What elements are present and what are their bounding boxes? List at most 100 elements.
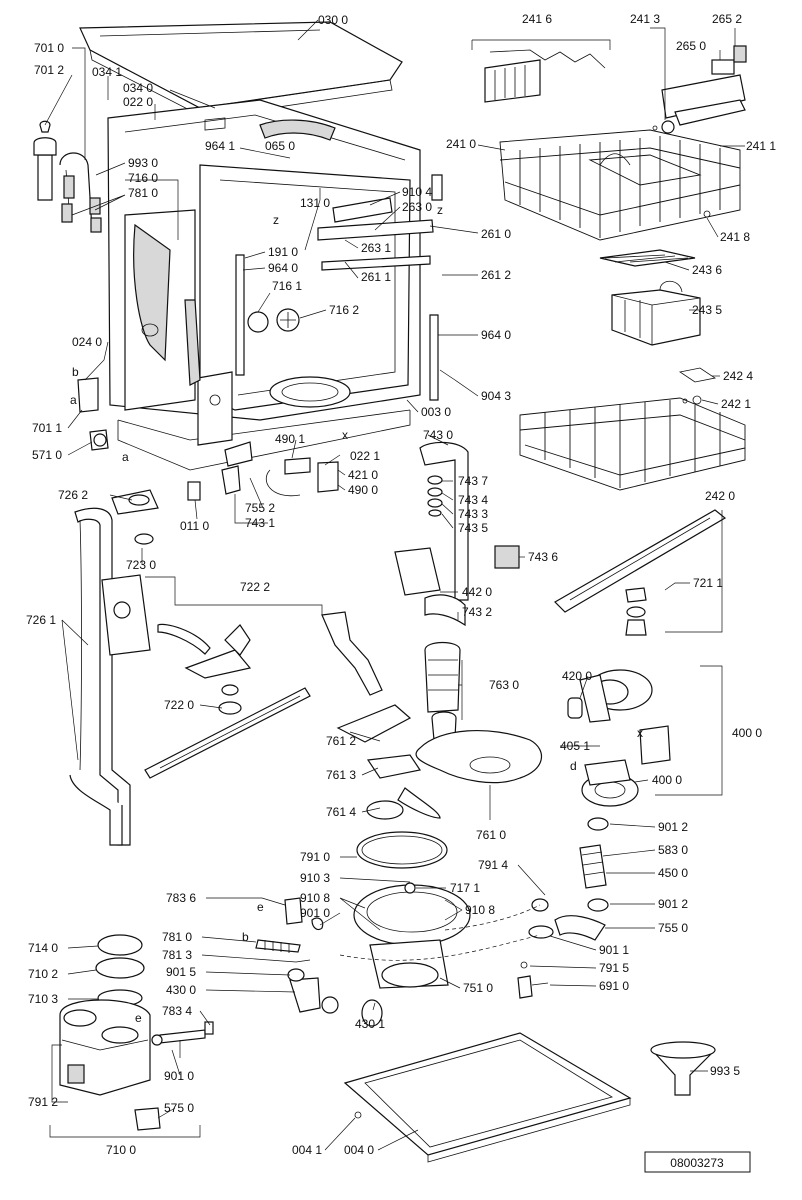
part-label-904-3: 904 3 [481,389,511,403]
part-label-783-4: 783 4 [162,1004,192,1018]
part-label-791-0: 791 0 [300,850,330,864]
part-label-723-0: 723 0 [126,558,156,572]
part-label-761-3: 761 3 [326,768,356,782]
part-label-716-1: 716 1 [272,279,302,293]
part-label-716-2: 716 2 [329,303,359,317]
part-label-421-0: 421 0 [348,468,378,482]
water-softener-part [59,934,161,1131]
part-label-241-0: 241 0 [446,137,476,151]
part-label-722-0: 722 0 [164,698,194,712]
part-label-964-1: 964 1 [205,139,235,153]
lower-spray-arm-part [144,623,311,779]
leader-lines [44,19,745,1151]
part-label-791-5: 791 5 [599,961,629,975]
part-label-791-2: 791 2 [28,1095,58,1109]
part-label-490-0: 490 0 [348,483,378,497]
part-label-030-0: 030 0 [318,13,348,27]
part-label-065-0: 065 0 [265,139,295,153]
top-cover-part [79,21,403,119]
part-label-743-4: 743 4 [458,493,488,507]
basket-accessories [484,45,747,218]
part-label-261-0: 261 0 [481,227,511,241]
part-label-755-2: 755 2 [245,501,275,515]
part-label-901-0-b: 901 0 [164,1069,194,1083]
salt-funnel-part [650,1041,716,1096]
part-label-191-0: 191 0 [268,245,298,259]
sump-housing-part [339,831,541,1027]
part-labels: 030 0 241 6 241 3 265 2 265 0 701 0 701 … [26,12,776,1157]
part-label-743-7: 743 7 [458,474,488,488]
part-label-751-0: 751 0 [463,981,493,995]
part-label-034-1: 034 1 [92,65,122,79]
letter-b-1: b [72,365,79,379]
part-label-430-0: 430 0 [166,983,196,997]
part-label-691-0: 691 0 [599,979,629,993]
part-label-265-2: 265 2 [712,12,742,26]
letter-x-2: x [637,726,643,740]
part-label-714-0: 714 0 [28,941,58,955]
part-label-761-4: 761 4 [326,805,356,819]
part-label-701-0: 701 0 [34,41,64,55]
part-label-430-1: 430 1 [355,1017,385,1031]
part-label-901-2-b: 901 2 [658,897,688,911]
part-label-755-0: 755 0 [658,921,688,935]
part-label-004-0: 004 0 [344,1143,374,1157]
part-label-783-6: 783 6 [166,891,196,905]
part-label-263-1: 263 1 [361,241,391,255]
part-label-265-0: 265 0 [676,39,706,53]
part-label-761-0: 761 0 [476,828,506,842]
part-label-901-2-a: 901 2 [658,820,688,834]
part-label-721-1: 721 1 [693,576,723,590]
sump-cover-parts [336,704,441,820]
connection-letters: z z a b a x x d e e b [70,203,643,1025]
part-label-024-0: 024 0 [72,335,102,349]
drain-hose-parts [528,817,609,941]
part-label-242-0: 242 0 [705,489,735,503]
part-label-993-5: 993 5 [710,1064,740,1078]
part-label-901-1: 901 1 [599,943,629,957]
part-label-781-0: 781 0 [128,186,158,200]
part-label-761-2: 761 2 [326,734,356,748]
part-label-011-0: 011 0 [180,519,209,533]
part-label-450-0: 450 0 [658,866,688,880]
part-label-743-0: 743 0 [423,428,453,442]
part-label-710-0: 710 0 [106,1143,136,1157]
spray-pipe-part [69,489,383,846]
inlet-hose-part [33,120,102,233]
part-label-261-1: 261 1 [361,270,391,284]
part-label-571-0: 571 0 [32,448,62,462]
part-label-710-2: 710 2 [28,967,58,981]
part-label-243-5: 243 5 [692,303,722,317]
lower-basket-part [519,367,746,491]
letter-a-2: a [122,450,129,464]
letter-d-1: d [570,759,577,773]
part-label-442-0: 442 0 [462,585,492,599]
part-label-726-1: 726 1 [26,613,56,627]
part-label-575-0: 575 0 [164,1101,194,1115]
part-label-743-3: 743 3 [458,507,488,521]
part-label-743-6: 743 6 [528,550,558,564]
part-label-791-4: 791 4 [478,858,508,872]
part-label-490-1: 490 1 [275,432,305,446]
part-label-242-4: 242 4 [723,369,753,383]
part-label-400-0-a: 400 0 [732,726,762,740]
part-label-263-0: 263 0 [402,200,432,214]
part-label-781-3: 781 3 [162,948,192,962]
part-label-242-1: 242 1 [721,397,751,411]
lower-tub-parts [77,377,339,501]
part-label-901-5: 901 5 [166,965,196,979]
part-label-243-6: 243 6 [692,263,722,277]
part-label-022-1: 022 1 [350,449,380,463]
part-label-901-0-a: 901 0 [300,906,330,920]
bracket-parts [394,441,520,627]
part-label-716-0: 716 0 [128,171,158,185]
part-label-034-0: 034 0 [123,81,153,95]
tub-cabinet-part [107,99,443,471]
letter-x-1: x [342,428,348,442]
upper-spray-arm-part [554,509,727,636]
part-label-763-0: 763 0 [489,678,519,692]
letter-e-1: e [257,900,264,914]
part-label-722-2: 722 2 [240,580,270,594]
part-label-781-0-b: 781 0 [162,930,192,944]
